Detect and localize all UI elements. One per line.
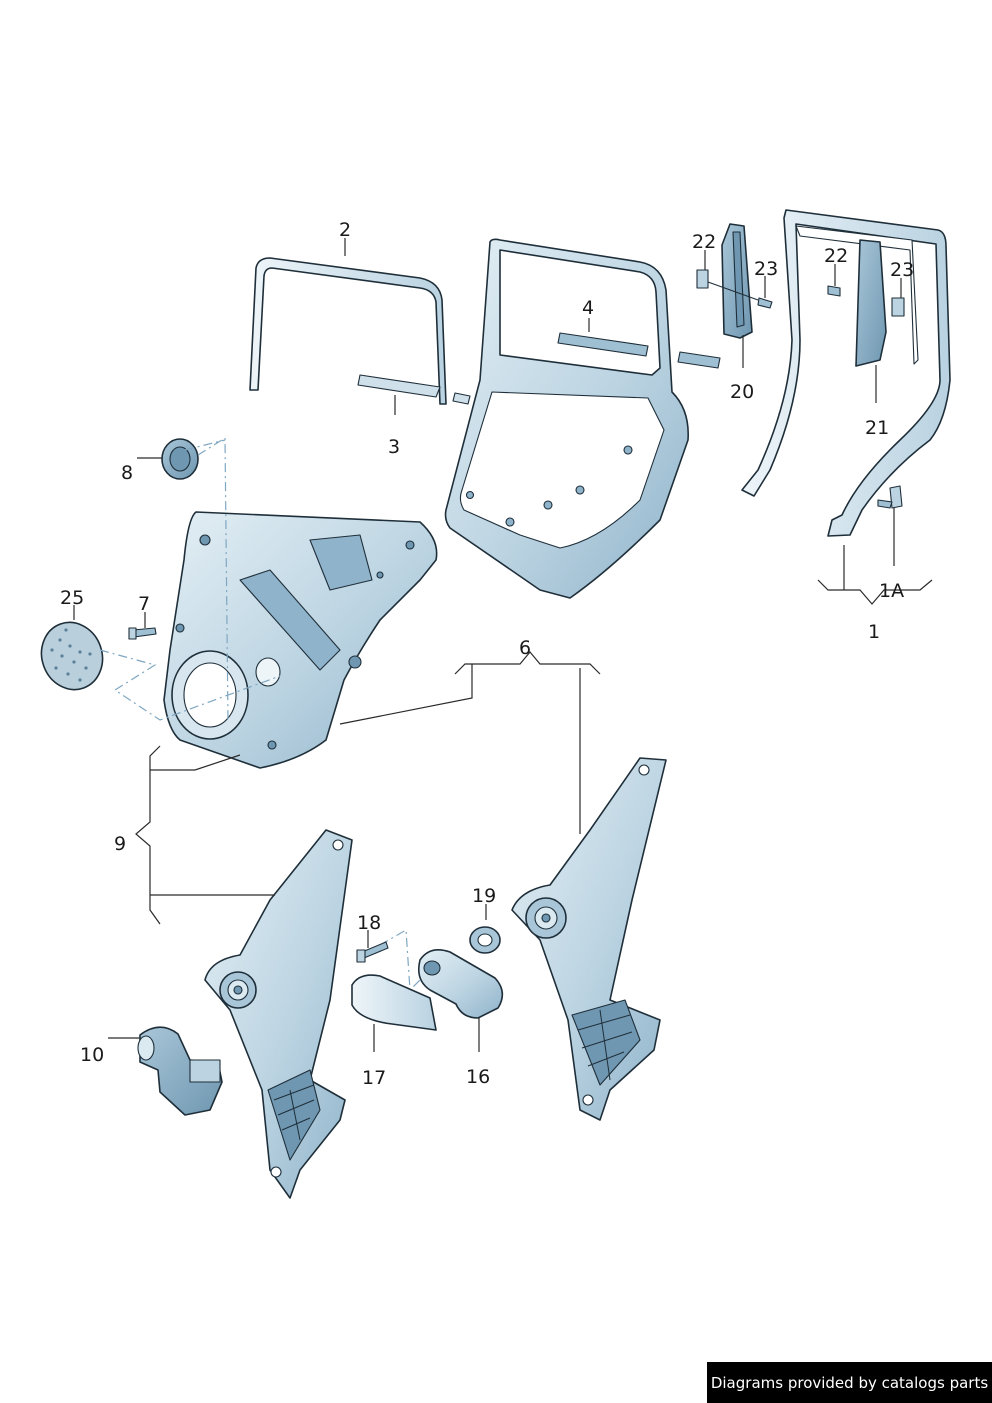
callout-21: 21: [865, 417, 889, 439]
callout-6: 6: [519, 637, 531, 659]
bolt-part-1a: [877, 485, 903, 509]
nut-part-19: [469, 926, 501, 954]
glass-frame-part-1: [741, 209, 951, 537]
leader-lines: [73, 238, 933, 1052]
motor-part-10: [137, 1026, 223, 1116]
callout-16: 16: [466, 1066, 490, 1088]
clip-part-22-right: [827, 285, 841, 297]
window-regulator-right: [511, 757, 667, 1121]
credit-banner: Diagrams provided by catalogs parts: [707, 1362, 992, 1403]
clip-part-23-right: [891, 297, 905, 317]
window-seal-part-2: [249, 257, 447, 405]
callout-3: 3: [388, 436, 400, 458]
callout-7: 7: [138, 593, 150, 615]
inner-door-panel: [163, 511, 438, 769]
callout-4: 4: [582, 297, 594, 319]
callout-23-right: 23: [890, 259, 914, 281]
rear-channel-part-21: [855, 239, 887, 367]
clip-part-22-left: [696, 269, 709, 289]
callout-10: 10: [80, 1044, 104, 1066]
callout-18: 18: [357, 912, 381, 934]
alignment-dashes: [99, 436, 441, 992]
plug-cap-part-8: [161, 438, 199, 480]
linkage-part-16: [417, 949, 504, 1019]
callout-1: 1: [868, 621, 880, 643]
callout-22-left: 22: [692, 231, 716, 253]
callout-9: 9: [114, 833, 126, 855]
callout-1a: 1A: [879, 580, 904, 602]
speaker-cover-part-25: [40, 621, 104, 691]
callout-labels: 1 1A 2 3 4 6 7 8 9 10 16 17 18 19 20 21 …: [60, 219, 914, 1089]
callout-8: 8: [121, 462, 133, 484]
callout-17: 17: [362, 1067, 386, 1089]
callout-2: 2: [339, 219, 351, 241]
screw-part-18: [356, 941, 389, 963]
window-regulator-left: [204, 829, 353, 1199]
callout-25: 25: [60, 587, 84, 609]
credit-text: Diagrams provided by catalogs parts: [710, 1373, 989, 1392]
screw-part-23-left: [707, 281, 773, 309]
door-shell: [444, 238, 689, 599]
screw-part-7: [128, 627, 157, 640]
callout-20: 20: [730, 381, 754, 403]
window-strip-part-4: [557, 332, 721, 369]
cover-part-17: [351, 974, 437, 1031]
callout-23-left: 23: [754, 258, 778, 280]
rear-channel-part-20: [721, 223, 753, 339]
callout-22-right: 22: [824, 245, 848, 267]
callout-19: 19: [472, 885, 496, 907]
